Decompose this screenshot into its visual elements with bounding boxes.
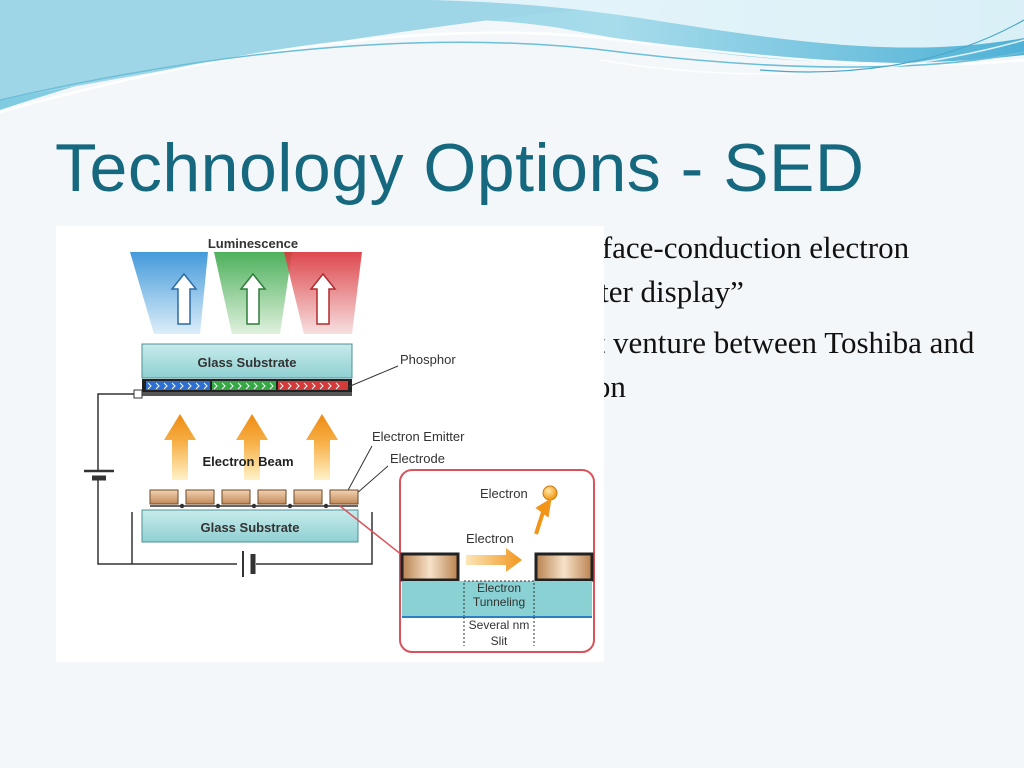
- electron-emitter-label: Electron Emitter: [372, 429, 465, 444]
- electron-emission-arrow-icon: [534, 498, 552, 535]
- green-up-arrow-icon: [239, 272, 267, 325]
- bottom-glass-substrate: [141, 509, 359, 543]
- bullet-text: Joint venture between Toshiba and Canon: [545, 325, 975, 404]
- blue-phosphor: [146, 381, 210, 390]
- anode-terminal: [133, 389, 143, 399]
- electron-beam-arrow-icon: [306, 414, 338, 480]
- bottom-glass-substrate-label: Glass Substrate: [201, 520, 300, 535]
- luminescence-label: Luminescence: [208, 236, 298, 251]
- slide-title: Technology Options - SED: [55, 130, 865, 206]
- red-phosphor: [278, 381, 348, 390]
- tunneling-label-line2: Tunneling: [473, 595, 525, 609]
- electron-beam-arrow-icon: [236, 414, 268, 480]
- sed-diagram: Luminescence Glass Substrate Phosphor El…: [56, 226, 604, 662]
- several-nm-label: Several nm: [469, 618, 530, 632]
- blue-up-arrow-icon: [170, 272, 198, 325]
- electron-ball-icon: [542, 485, 558, 501]
- electrode-leader-line: [355, 465, 389, 495]
- anode-layer: [142, 392, 352, 396]
- inset-left-electrode: [400, 552, 460, 582]
- top-glass-substrate: [141, 343, 353, 379]
- electron-beam-arrow-icon: [164, 414, 196, 480]
- circuit-wire: [97, 478, 237, 565]
- emitter-leader-line: [345, 445, 373, 495]
- inset-substrate: [402, 581, 592, 617]
- electrode-label: Electrode: [390, 451, 445, 466]
- electron-beam-label: Electron Beam: [202, 454, 293, 469]
- red-up-arrow-icon: [309, 272, 337, 325]
- inset-right-electrode: [534, 552, 594, 582]
- phosphor-label: Phosphor: [400, 352, 456, 367]
- green-phosphor: [212, 381, 276, 390]
- emitter-array: [149, 489, 359, 509]
- inset-electron-label: Electron: [480, 486, 528, 501]
- phosphor-leader-line: [347, 365, 399, 388]
- slit-label: Slit: [491, 634, 508, 648]
- inset-electron-label: Electron: [466, 531, 514, 546]
- circuit-wire: [256, 512, 373, 565]
- top-glass-substrate-label: Glass Substrate: [198, 355, 297, 370]
- circuit-wire: [97, 393, 142, 471]
- electron-tunneling-arrow-icon: [466, 548, 522, 572]
- tunneling-label-line1: Electron: [477, 581, 521, 595]
- phosphor-pattern: [147, 382, 340, 390]
